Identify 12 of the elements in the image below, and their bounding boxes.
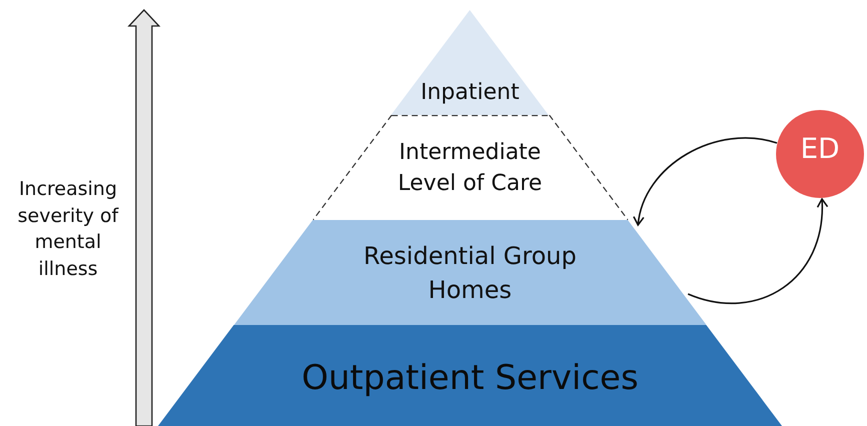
curved-arrow [688, 198, 828, 304]
pyramid-tier [391, 10, 549, 115]
node-label: ED [799, 132, 841, 165]
pyramid-tier [312, 115, 628, 220]
tier-label: Inpatient [420, 79, 520, 107]
tier-label: Intermediate Level of Care [396, 139, 544, 198]
pyramid-tier [158, 325, 782, 426]
tier-label: Residential Group Homes [362, 241, 578, 306]
axis-caption: Increasing severity of mental illness [16, 177, 120, 282]
tier-label: Outpatient Services [300, 357, 640, 400]
pyramid-tier [234, 220, 706, 325]
curved-arrow [634, 137, 778, 226]
